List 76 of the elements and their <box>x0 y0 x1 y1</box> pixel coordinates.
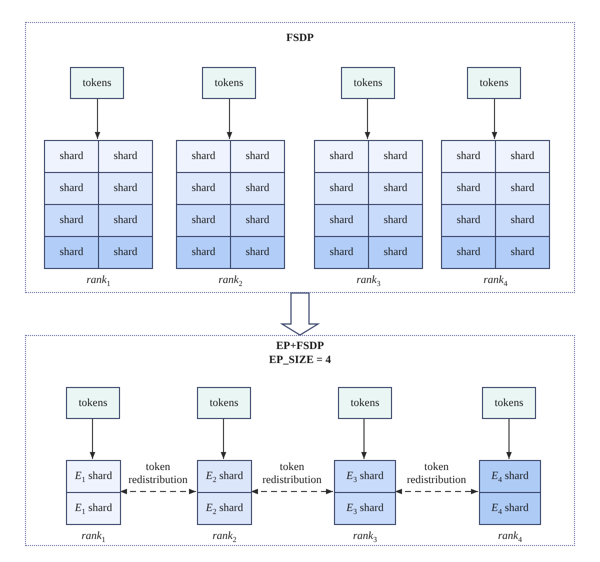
shard-cell: shard <box>441 140 496 173</box>
shard-cell: shard <box>230 236 285 269</box>
shard-cell: shard <box>495 204 550 237</box>
arrow <box>90 418 96 460</box>
shard-cell: E$_{4}$ shard <box>479 460 541 493</box>
rank-label: rank$_{3}$ <box>353 530 377 543</box>
dashed-double-arrow <box>120 488 196 494</box>
shard-cell: shard <box>176 172 231 205</box>
rank-label: rank$_{1}$ <box>82 530 106 543</box>
shard-cell: shard <box>495 140 550 173</box>
rank-label: rank$_{2}$ <box>218 274 242 287</box>
shard-cell: shard <box>230 172 285 205</box>
block-arrow <box>280 292 320 336</box>
shard-cell: E$_{4}$ shard <box>479 492 541 525</box>
shard-cell: shard <box>44 140 99 173</box>
shard-cell: E$_{2}$ shard <box>197 492 252 525</box>
dotted-frame <box>25 22 575 293</box>
shard-cell: shard <box>44 236 99 269</box>
edge-label: token redistribution <box>406 460 466 486</box>
shard-cell: shard <box>368 172 423 205</box>
shard-cell: shard <box>368 204 423 237</box>
arrow <box>364 98 370 140</box>
rank-label: rank$_{4}$ <box>484 274 508 287</box>
shard-cell: shard <box>495 172 550 205</box>
shard-cell: shard <box>441 204 496 237</box>
shard-cell: E$_{1}$ shard <box>66 492 121 525</box>
arrow <box>361 418 367 460</box>
shard-cell: shard <box>314 140 369 173</box>
shard-cell: shard <box>176 236 231 269</box>
process-box: tokens <box>341 67 395 99</box>
rank-label: rank$_{4}$ <box>498 530 522 543</box>
shard-cell: E$_{3}$ shard <box>334 492 396 525</box>
shard-cell: shard <box>441 236 496 269</box>
shard-cell: shard <box>314 172 369 205</box>
panel-title: EP+FSDP <box>276 340 324 353</box>
panel-subtitle: EP_SIZE = 4 <box>269 354 331 367</box>
shard-cell: shard <box>368 236 423 269</box>
shard-cell: shard <box>230 140 285 173</box>
arrow <box>506 418 512 460</box>
process-box: tokens <box>467 67 521 99</box>
process-box: tokens <box>482 387 536 419</box>
rank-label: rank$_{1}$ <box>86 274 110 287</box>
shard-cell: E$_{1}$ shard <box>66 460 121 493</box>
process-box: tokens <box>338 387 392 419</box>
shard-cell: shard <box>368 140 423 173</box>
shard-cell: shard <box>44 204 99 237</box>
edge-label: token redistribution <box>262 460 322 486</box>
shard-cell: shard <box>176 140 231 173</box>
shard-cell: shard <box>98 236 153 269</box>
dotted-frame <box>25 335 575 546</box>
process-box: tokens <box>197 387 251 419</box>
process-box: tokens <box>70 67 124 99</box>
arrow <box>492 98 498 140</box>
edge-label: token redistribution <box>128 460 188 486</box>
rank-label: rank$_{2}$ <box>212 530 236 543</box>
shard-cell: shard <box>98 204 153 237</box>
shard-cell: shard <box>441 172 496 205</box>
dashed-double-arrow <box>250 488 334 494</box>
process-box: tokens <box>66 387 120 419</box>
shard-cell: shard <box>176 204 231 237</box>
shard-cell: shard <box>495 236 550 269</box>
shard-cell: shard <box>98 140 153 173</box>
dashed-double-arrow <box>394 488 478 494</box>
arrow <box>220 418 226 460</box>
shard-cell: shard <box>314 204 369 237</box>
shard-cell: E$_{2}$ shard <box>197 460 252 493</box>
shard-cell: E$_{3}$ shard <box>334 460 396 493</box>
shard-cell: shard <box>230 204 285 237</box>
rank-label: rank$_{3}$ <box>356 274 380 287</box>
arrow <box>94 98 100 140</box>
shard-cell: shard <box>314 236 369 269</box>
panel-title: FSDP <box>286 32 314 45</box>
process-box: tokens <box>202 67 256 99</box>
shard-cell: shard <box>44 172 99 205</box>
arrow <box>226 98 232 140</box>
shard-cell: shard <box>98 172 153 205</box>
